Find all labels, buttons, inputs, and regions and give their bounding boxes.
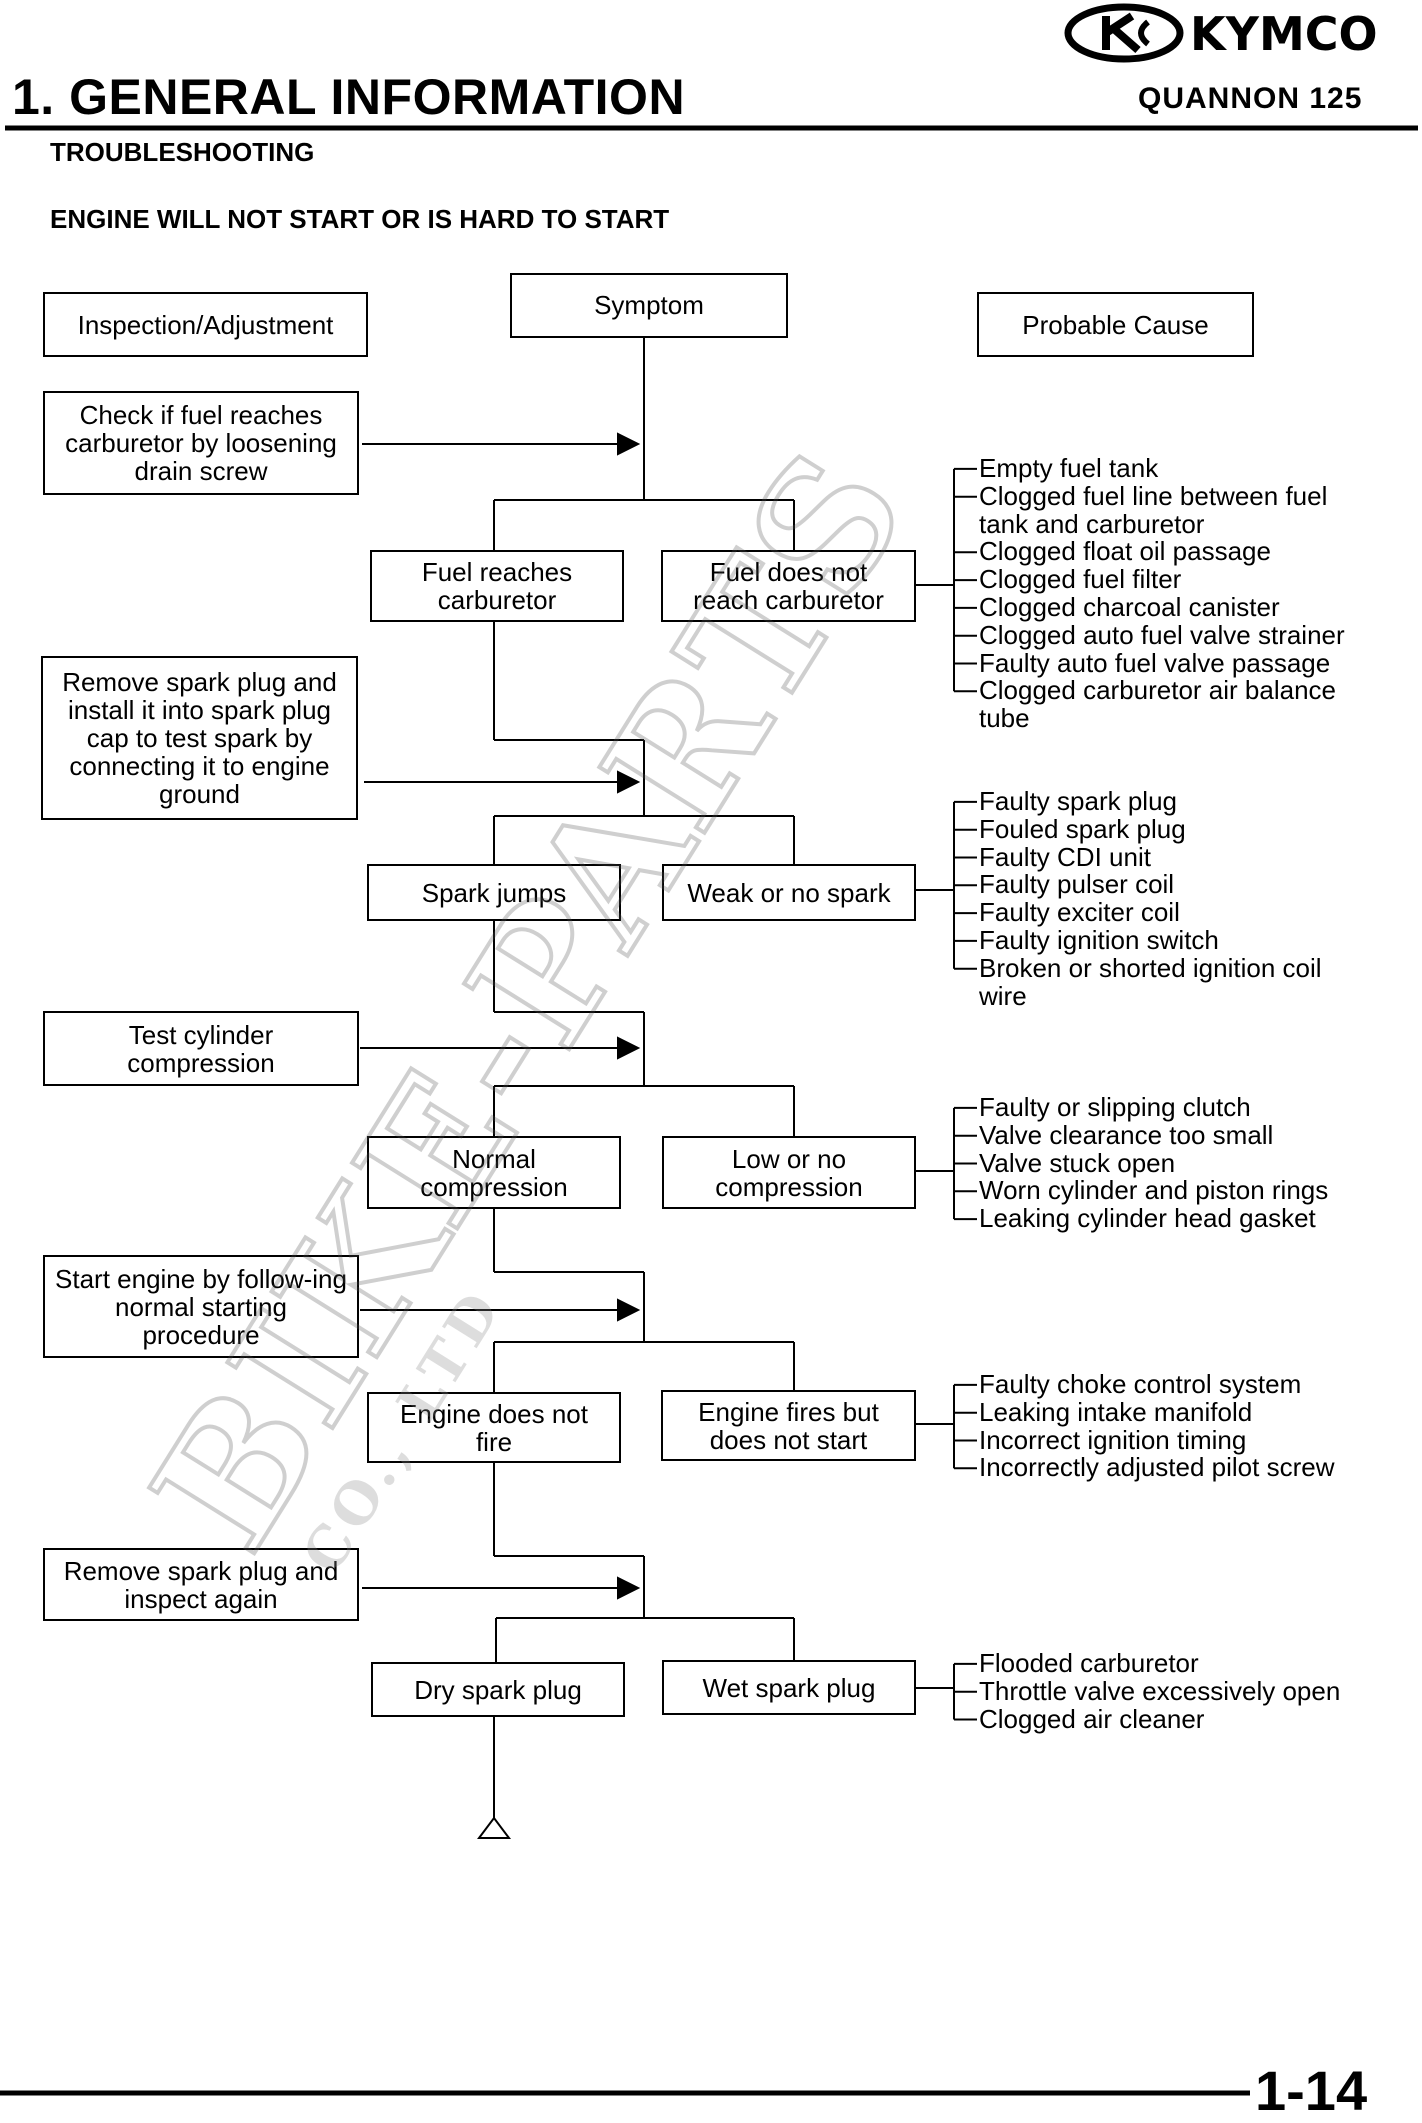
inspection-box-spark-test: Remove spark plug and install it into sp… — [41, 656, 358, 820]
cause-item: Empty fuel tank — [979, 453, 1159, 483]
inspection-box-inspect-plug: Remove spark plug and inspect again — [43, 1548, 359, 1621]
symptom-text: Spark jumps — [421, 877, 567, 908]
cause-item-continuation: wire — [979, 980, 1027, 1011]
cause-item: Faulty choke control system — [979, 1369, 1302, 1399]
inspection-column-header: Inspection/Adjustment — [43, 292, 368, 357]
cause-item: Faulty CDI unit — [979, 841, 1151, 872]
cause-item: Broken or shorted ignition coil — [979, 952, 1322, 983]
cause-item: Fouled spark plug — [979, 813, 1186, 844]
symptom-box-spark-fail: Weak or no spark — [662, 864, 916, 921]
symptom-text: Engine does not fire — [400, 1398, 588, 1457]
cause-item: Worn cylinder and piston rings — [979, 1175, 1329, 1206]
symptom-text: Fuel does not reach carburetor — [693, 557, 884, 615]
cause-item: Incorrect ignition timing — [979, 1424, 1247, 1455]
inspection-header-label: Inspection/Adjustment — [77, 309, 334, 340]
cause-item: Faulty auto fuel valve passage — [979, 647, 1331, 678]
inspection-text: Remove spark plug and inspect again — [63, 1555, 339, 1614]
page-number: 1-14 — [1255, 2059, 1368, 2122]
symptom-box-engine-no-fire: Engine does not fire — [367, 1392, 621, 1463]
symptom-text: Dry spark plug — [414, 1674, 582, 1705]
cause-item: Clogged carburetor air balance — [979, 675, 1336, 706]
cause-item: Faulty exciter coil — [979, 897, 1180, 928]
inspection-text: Test cylinder compression — [127, 1019, 275, 1078]
cause-header-label: Probable Cause — [1022, 309, 1209, 340]
symptom-box-compression-ok: Normal compression — [367, 1136, 621, 1209]
symptom-box-wet-plug: Wet spark plug — [662, 1660, 916, 1715]
cause-item: Clogged fuel filter — [979, 564, 1182, 595]
symptom-box-engine-fires: Engine fires but does not start — [661, 1390, 916, 1461]
subsection-heading: ENGINE WILL NOT START OR IS HARD TO STAR… — [50, 204, 670, 234]
cause-item: Incorrectly adjusted pilot screw — [979, 1452, 1335, 1483]
cause-item: Flooded carburetor — [979, 1648, 1199, 1678]
cause-item: Clogged auto fuel valve strainer — [979, 619, 1345, 650]
cause-column-header: Probable Cause — [977, 292, 1254, 357]
symptom-header-label: Symptom — [594, 290, 704, 320]
symptom-box-compression-fail: Low or no compression — [662, 1136, 916, 1209]
cause-item: Clogged float oil passage — [979, 536, 1271, 567]
cause-item: Valve stuck open — [979, 1147, 1176, 1178]
symptom-box-fuel-ok: Fuel reaches carburetor — [370, 550, 624, 622]
cause-item: Valve clearance too small — [979, 1119, 1274, 1150]
cause-item-continuation: tank and carburetor — [979, 508, 1205, 539]
symptom-box-dry-plug: Dry spark plug — [371, 1662, 625, 1717]
symptom-text: Low or no compression — [715, 1143, 863, 1202]
inspection-box-compression-test: Test cylinder compression — [43, 1011, 359, 1086]
page-title: 1. GENERAL INFORMATION — [12, 69, 686, 125]
inspection-text: Check if fuel reaches carburetor by loos… — [65, 400, 337, 486]
symptom-text: Wet spark plug — [702, 1672, 876, 1703]
cause-item: Faulty ignition switch — [979, 924, 1219, 955]
inspection-text: Remove spark plug and install it into sp… — [62, 667, 337, 809]
symptom-box-fuel-fail: Fuel does not reach carburetor — [661, 550, 916, 622]
symptom-text: Normal compression — [420, 1143, 568, 1202]
inspection-box-fuel-check: Check if fuel reaches carburetor by loos… — [43, 391, 359, 495]
kymco-logo: KYMCO — [1062, 2, 1418, 64]
inspection-text: Start engine by follow-ing normal starti… — [55, 1263, 347, 1350]
cause-item-continuation: tube — [979, 703, 1030, 734]
cause-item: Faulty or slipping clutch — [979, 1092, 1251, 1122]
cause-item: Clogged air cleaner — [979, 1703, 1205, 1734]
cause-item: Clogged charcoal canister — [979, 591, 1280, 622]
symptom-text: Engine fires but does not start — [698, 1396, 879, 1455]
section-heading: TROUBLESHOOTING — [50, 137, 315, 167]
inspection-box-start-engine: Start engine by follow-ing normal starti… — [43, 1255, 359, 1358]
symptom-text: Weak or no spark — [687, 877, 891, 908]
brand-wordmark: KYMCO — [1190, 7, 1378, 61]
symptom-column-header: Symptom — [510, 273, 788, 338]
symptom-text: Fuel reaches carburetor — [421, 557, 573, 615]
cause-item: Faulty spark plug — [979, 786, 1177, 816]
cause-item: Clogged fuel line between fuel — [979, 480, 1328, 511]
symptom-box-spark-ok: Spark jumps — [367, 864, 621, 921]
model-name: QUANNON 125 — [1138, 82, 1363, 115]
cause-item: Throttle valve excessively open — [979, 1675, 1341, 1706]
cause-item: Leaking cylinder head gasket — [979, 1203, 1316, 1234]
cause-item: Leaking intake manifold — [979, 1396, 1253, 1427]
cause-item: Faulty pulser coil — [979, 869, 1175, 900]
